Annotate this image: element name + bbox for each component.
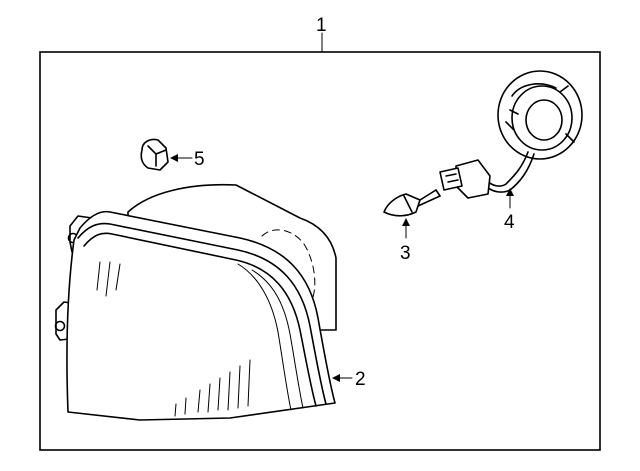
lamp-housing — [54, 183, 337, 421]
arrowhead-3 — [402, 218, 410, 226]
clip-part — [140, 138, 169, 171]
socket-harness — [439, 70, 583, 199]
bulb-part — [383, 189, 441, 217]
callout-1: 1 — [316, 15, 327, 36]
arrowhead-2 — [332, 374, 340, 382]
callout-4: 4 — [504, 212, 515, 233]
callout-2: 2 — [355, 369, 366, 390]
arrowhead-4 — [506, 188, 514, 196]
assembly-frame — [39, 51, 601, 451]
callout-3: 3 — [400, 243, 411, 264]
arrowhead-5 — [170, 154, 178, 162]
lens-shading — [96, 261, 251, 417]
callout-5: 5 — [194, 149, 205, 170]
